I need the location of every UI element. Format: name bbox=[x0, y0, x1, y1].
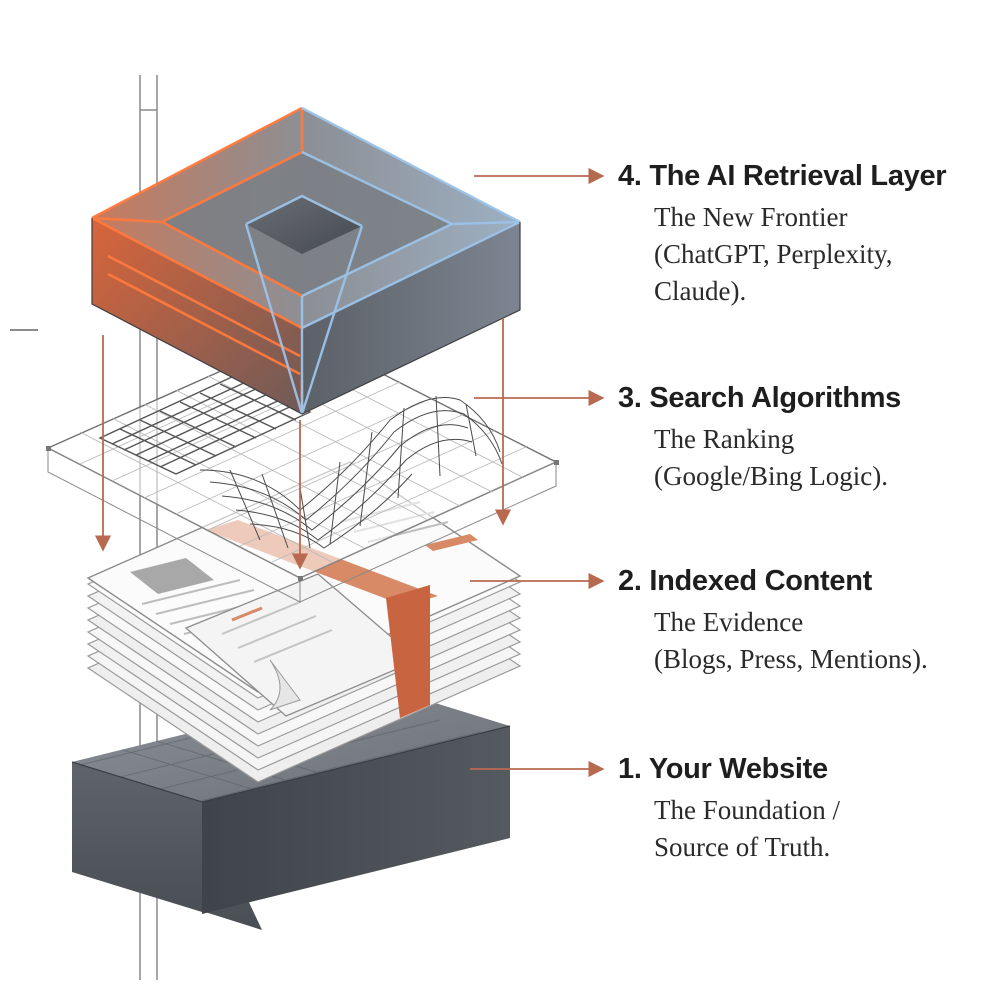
flow-arrows bbox=[94, 318, 512, 570]
layer-title: 1. Your Website bbox=[618, 753, 828, 785]
layer-title: 3. Search Algorithms bbox=[618, 382, 902, 414]
ai-retrieval-block bbox=[91, 106, 521, 415]
layer-title: 4. The AI Retrieval Layer bbox=[618, 160, 947, 192]
layer-description: The New Frontier (ChatGPT, Perplexity, C… bbox=[654, 202, 893, 306]
keyboard-grid-icon bbox=[98, 375, 312, 475]
label-your-website: 1. Your Website The Foundation / Source … bbox=[618, 752, 988, 866]
label-search-algorithms: 3. Search Algorithms The Ranking (Google… bbox=[618, 381, 988, 495]
ranking-surface-mesh bbox=[199, 395, 503, 549]
layer-description: The Ranking (Google/Bing Logic). bbox=[654, 424, 888, 491]
search-algorithm-plane bbox=[46, 332, 559, 603]
layer-description: The Foundation / Source of Truth. bbox=[654, 795, 840, 862]
layer-title: 2. Indexed Content bbox=[618, 565, 873, 597]
indexed-content-papers bbox=[86, 461, 522, 783]
label-connectors bbox=[470, 167, 605, 778]
label-indexed-content: 2. Indexed Content The Evidence (Blogs, … bbox=[618, 564, 988, 678]
label-ai-retrieval-layer: 4. The AI Retrieval Layer The New Fronti… bbox=[618, 159, 988, 310]
layer-description: The Evidence (Blogs, Press, Mentions). bbox=[654, 607, 928, 674]
